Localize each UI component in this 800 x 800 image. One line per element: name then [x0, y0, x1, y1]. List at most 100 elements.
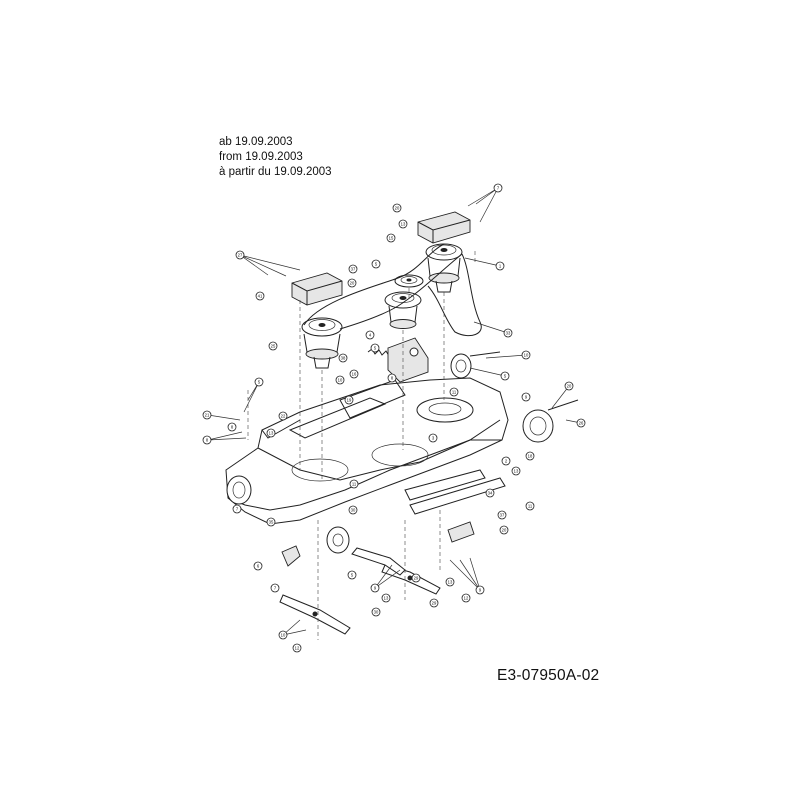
blade-adapter-parts — [281, 521, 475, 567]
left-blade — [279, 594, 351, 635]
callout-label: 5 — [351, 573, 354, 578]
callout-label: 2 — [505, 459, 508, 464]
callout-label: 35 — [269, 520, 274, 525]
callout-label: 5 — [258, 380, 261, 385]
callout-label: 37 — [500, 513, 505, 518]
callout-label: 3 — [432, 436, 435, 441]
callout-24: 21 — [202, 410, 212, 420]
callout-10: 20 — [347, 278, 357, 288]
callout-label: 1 — [499, 264, 502, 269]
callout-label: 26 — [579, 421, 584, 426]
callout-17: 16 — [349, 369, 359, 379]
callout-label: 20 — [502, 528, 507, 533]
callout-label: 13 — [448, 580, 453, 585]
centre-spindle-pulley — [384, 291, 422, 329]
callout-label: 11 — [528, 504, 533, 509]
callout-56: 11 — [449, 387, 459, 397]
callout-label: 19 — [347, 398, 352, 403]
callout-18: 8 — [387, 373, 397, 383]
callout-25: 26 — [576, 418, 586, 428]
callout-41: 9 — [370, 583, 380, 593]
callout-54: 20 — [499, 525, 509, 535]
callout-42: 13 — [381, 593, 391, 603]
callout-36: 30 — [348, 505, 358, 515]
callout-40: 7 — [270, 583, 280, 593]
callout-label: 20 — [350, 281, 355, 286]
right-gauge-wheel — [522, 399, 579, 443]
callout-label: 30 — [351, 508, 356, 513]
callout-label: 12 — [464, 596, 469, 601]
callout-15: 38 — [338, 353, 348, 363]
callout-39: 5 — [347, 570, 357, 580]
callout-label: 8 — [206, 438, 209, 443]
left-spindle-pulley — [301, 317, 343, 369]
callout-13: 4 — [365, 330, 375, 340]
centre-blade — [351, 547, 406, 576]
callout-label: 27 — [238, 253, 243, 258]
callout-label: 21 — [205, 413, 210, 418]
callout-label: 10 — [281, 633, 286, 638]
callout-label: 29 — [432, 601, 437, 606]
callout-14: 5 — [370, 343, 380, 353]
callout-label: 8 — [391, 376, 394, 381]
upper-gauge-wheel — [450, 351, 501, 379]
callout-46: 10 — [278, 630, 288, 640]
callout-33: 34 — [485, 488, 495, 498]
callout-label: 13 — [514, 469, 519, 474]
callout-29: 8 — [202, 435, 212, 445]
callout-7: 41 — [255, 291, 265, 301]
callout-19: 5 — [500, 371, 510, 381]
callout-label: 41 — [258, 294, 263, 299]
idler-arm-bracket — [387, 337, 429, 383]
callout-26: 22 — [278, 411, 288, 421]
callout-label: 11 — [452, 390, 457, 395]
callout-label: 13 — [384, 596, 389, 601]
callout-38: 6 — [253, 561, 263, 571]
callout-9: 37 — [348, 264, 358, 274]
validity-date-block: ab 19.09.2003 from 19.09.2003 à partir d… — [219, 135, 332, 180]
callout-12: 25 — [268, 341, 278, 351]
callout-label: 37 — [351, 267, 356, 272]
callout-34: 11 — [525, 501, 535, 511]
callout-32: 13 — [511, 466, 521, 476]
callout-label: 16 — [352, 372, 357, 377]
callout-label: 5 — [374, 346, 377, 351]
callout-45: 12 — [461, 593, 471, 603]
callout-21: 5 — [254, 377, 264, 387]
validity-date-french: à partir du 19.09.2003 — [219, 166, 332, 178]
assembly-guide-lines — [247, 250, 476, 640]
callout-35: 7 — [232, 504, 242, 514]
callout-label: 20 — [395, 206, 400, 211]
callout-label: 9 — [479, 588, 482, 593]
callout-label: 11 — [352, 482, 357, 487]
callout-label: 33 — [506, 331, 511, 336]
callout-31: 18 — [525, 451, 535, 461]
callout-label: 5 — [504, 374, 507, 379]
callout-16: 10 — [521, 350, 531, 360]
callout-8: 5 — [371, 259, 381, 269]
callout-43: 29 — [429, 598, 439, 608]
callout-4: 15 — [386, 233, 396, 243]
callout-label: 7 — [274, 586, 277, 591]
callout-5: 1 — [495, 261, 505, 271]
callout-37: 35 — [266, 517, 276, 527]
callout-label: 29 — [414, 576, 419, 581]
right-spindle-pulley — [425, 243, 463, 293]
callout-20: 10 — [335, 375, 345, 385]
callout-label: 7 — [497, 186, 500, 191]
callout-53: 11 — [349, 479, 359, 489]
callout-6: 27 — [235, 250, 245, 260]
callout-label: 15 — [389, 236, 394, 241]
callout-3: 13 — [398, 219, 408, 229]
callout-label: 10 — [524, 353, 529, 358]
callout-label: 9 — [525, 395, 528, 400]
callout-47: 3 — [428, 433, 438, 443]
callout-30: 2 — [501, 456, 511, 466]
callout-label: 5 — [375, 262, 378, 267]
callout-label: 9 — [374, 586, 377, 591]
callout-label: 18 — [528, 454, 533, 459]
callout-50: 9 — [475, 585, 485, 595]
callout-44: 30 — [371, 607, 381, 617]
validity-date-german: ab 19.09.2003 — [219, 136, 293, 148]
callout-label: 20 — [567, 384, 572, 389]
